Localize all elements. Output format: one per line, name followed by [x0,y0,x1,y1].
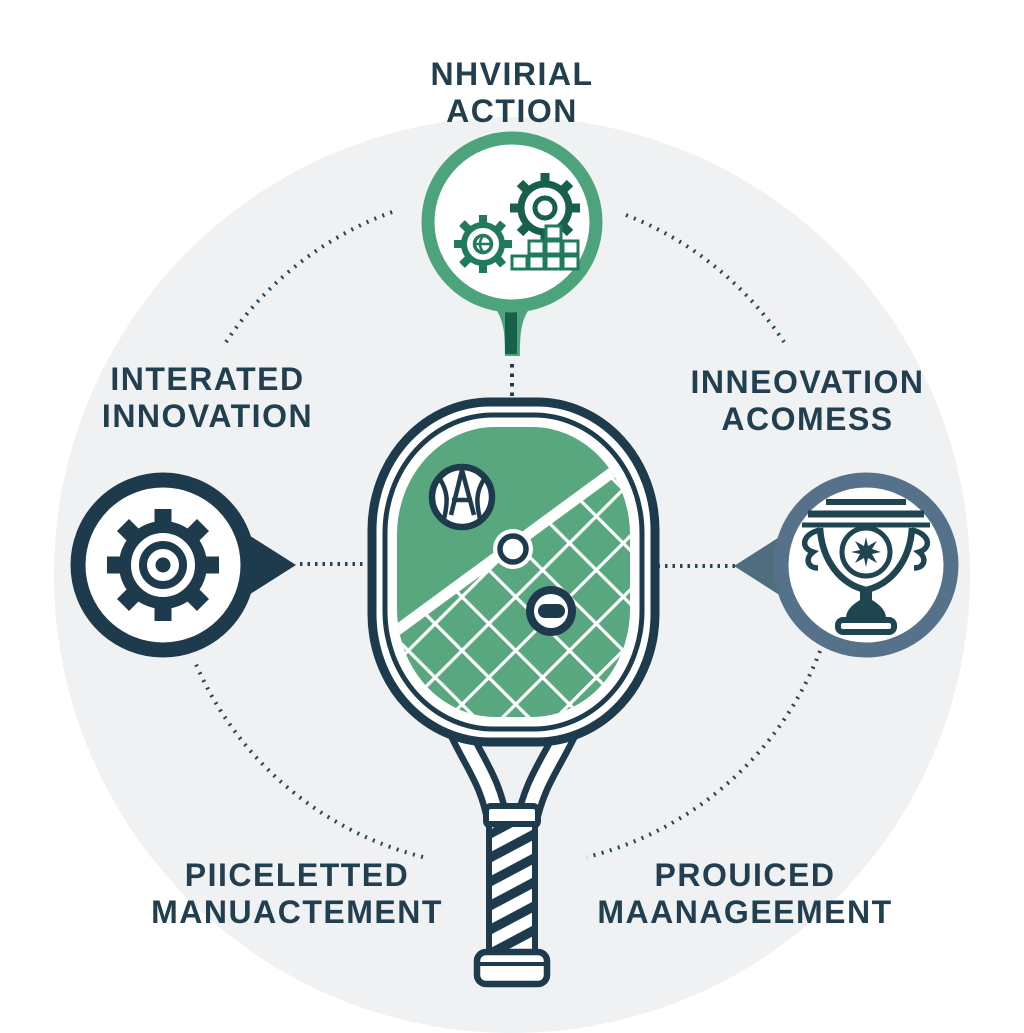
label-bottom-right-line2: MAANAGEEMENT [597,894,893,930]
label-bottom-left: PIICELETTED MANUACTEMENT [114,857,480,931]
gear-icon [107,509,219,621]
label-left: INTERATED INNOVATION [40,361,375,435]
racket-handle [473,803,551,988]
left-node-arrow-pointer [247,534,296,596]
label-right-line1: INNEOVATION [690,364,925,400]
node-top [421,131,603,313]
top-node-pin-stripe [505,300,517,354]
label-top-line2: ACTION [446,93,578,129]
label-bottom-right-line1: PROUICED [654,857,836,893]
racket-head [367,397,660,747]
node-left [70,472,256,658]
label-left-line2: INNOVATION [101,398,314,434]
node-right [773,472,959,658]
dotted-arc-bottom-right [586,650,822,859]
right-node-arrow-pointer [734,536,781,596]
ring-icon [493,529,533,569]
trophy-icon [802,499,930,635]
label-left-line1: INTERATED [110,361,305,397]
gears-and-blocks-icon [454,173,580,273]
label-bottom-left-line1: PIICELETTED [184,857,410,893]
label-top: NHVIRIAL ACTION [332,56,692,130]
grip-stripes [492,827,532,953]
minus-badge-icon [526,586,576,636]
dotted-arc-bottom-left [193,661,424,859]
label-right: INNEOVATION ACOMESS [640,364,975,438]
label-right-line2: ACOMESS [721,401,894,437]
top-node-ring [421,131,603,313]
ball-icon [428,463,496,531]
label-bottom-left-line2: MANUACTEMENT [151,894,443,930]
dotted-arc-top-right [625,213,786,344]
dotted-orbit-arcs [193,209,822,859]
node-connectors [247,295,781,596]
label-top-line1: NHVIRIAL [430,56,594,92]
label-bottom-right: PROUICED MAANAGEEMENT [562,857,928,931]
dotted-arc-top-left [224,209,396,344]
butt-cap [473,948,551,988]
